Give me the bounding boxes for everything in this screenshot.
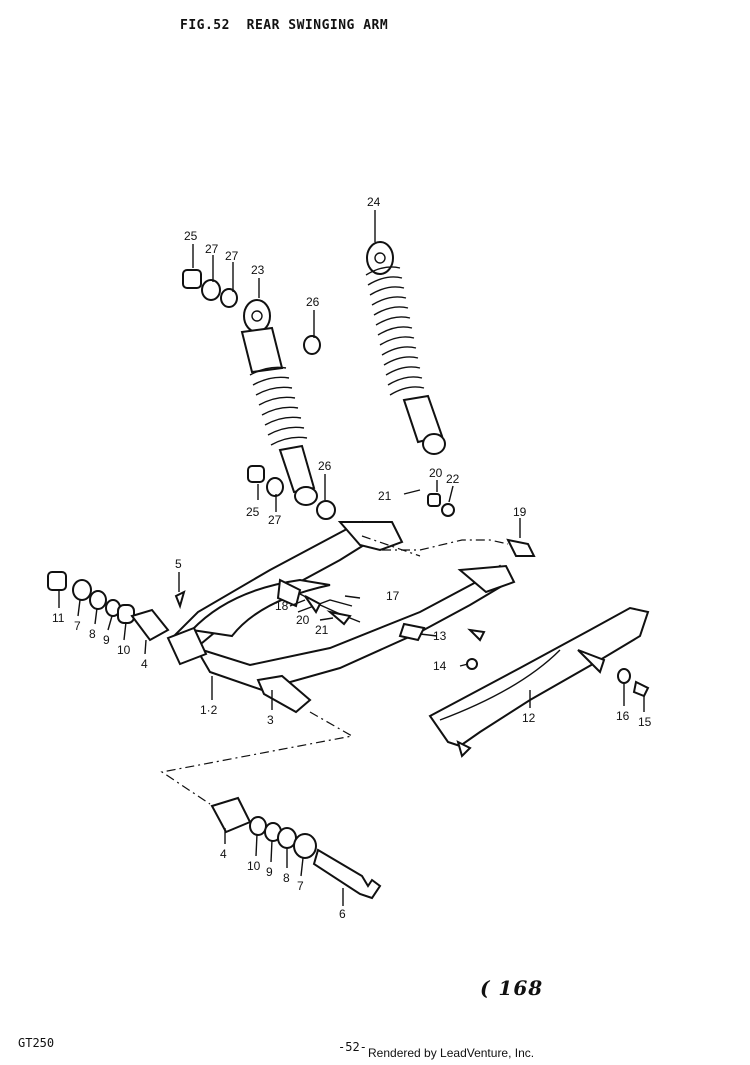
callout-21b: 21 xyxy=(315,623,329,637)
figure-name: REAR SWINGING ARM xyxy=(246,18,389,33)
callout-10a: 10 xyxy=(117,643,131,657)
callout-1-2: 1·2 xyxy=(200,703,218,717)
callout-12: 12 xyxy=(522,711,536,725)
model-code: GT250 xyxy=(18,1036,55,1050)
callout-15: 15 xyxy=(638,715,652,729)
callout-4a: 4 xyxy=(141,657,148,671)
callout-4b: 4 xyxy=(220,847,227,861)
callout-3: 3 xyxy=(267,713,274,727)
callout-20a: 20 xyxy=(429,466,443,480)
callout-10b: 10 xyxy=(247,859,261,873)
callout-5: 5 xyxy=(175,557,182,571)
callout-9b: 9 xyxy=(266,865,273,879)
right-shock-absorber[interactable] xyxy=(365,241,446,455)
assembly-lines xyxy=(160,535,509,805)
callout-26a: 26 xyxy=(306,295,320,309)
left-pivot-parts xyxy=(47,571,186,642)
callout-21a: 21 xyxy=(378,489,392,503)
callout-16: 16 xyxy=(616,709,630,723)
callout-27c: 27 xyxy=(268,513,282,527)
callout-24: 24 xyxy=(367,195,381,209)
callout-7b: 7 xyxy=(297,879,304,893)
callout-27b: 27 xyxy=(225,249,239,263)
lower-pivot-parts xyxy=(210,796,382,900)
figure-number: FIG.52 xyxy=(180,18,230,33)
callout-20b: 20 xyxy=(296,613,310,627)
callout-25a: 25 xyxy=(184,229,198,243)
left-shock-absorber[interactable] xyxy=(240,299,318,506)
callout-22: 22 xyxy=(446,472,460,486)
callout-17: 17 xyxy=(386,589,400,603)
page-reference: ( 168 xyxy=(480,976,544,1000)
callout-8a: 8 xyxy=(89,627,96,641)
callout-14: 14 xyxy=(433,659,447,673)
callout-25b: 25 xyxy=(246,505,260,519)
leader-lines xyxy=(58,210,645,906)
callout-23: 23 xyxy=(251,263,265,277)
callout-labels: 25 27 27 23 26 24 26 25 27 20 22 21 19 5… xyxy=(52,195,652,921)
misc-bolts xyxy=(276,538,536,670)
callout-13: 13 xyxy=(433,629,447,643)
render-credit: Rendered by LeadVenture, Inc. xyxy=(368,1046,535,1060)
figure-title: FIG.52 REAR SWINGING ARM xyxy=(180,18,388,33)
shock-mount-hardware xyxy=(182,269,455,520)
callout-8b: 8 xyxy=(283,871,290,885)
callout-18: 18 xyxy=(275,599,289,613)
callout-9a: 9 xyxy=(103,633,110,647)
callout-11: 11 xyxy=(52,611,65,625)
page-number: -52- xyxy=(338,1040,367,1054)
callout-27a: 27 xyxy=(205,242,219,256)
callout-6: 6 xyxy=(339,907,346,921)
callout-26b: 26 xyxy=(318,459,332,473)
callout-7a: 7 xyxy=(74,619,81,633)
callout-19: 19 xyxy=(513,505,527,519)
chain-case[interactable] xyxy=(428,606,650,758)
